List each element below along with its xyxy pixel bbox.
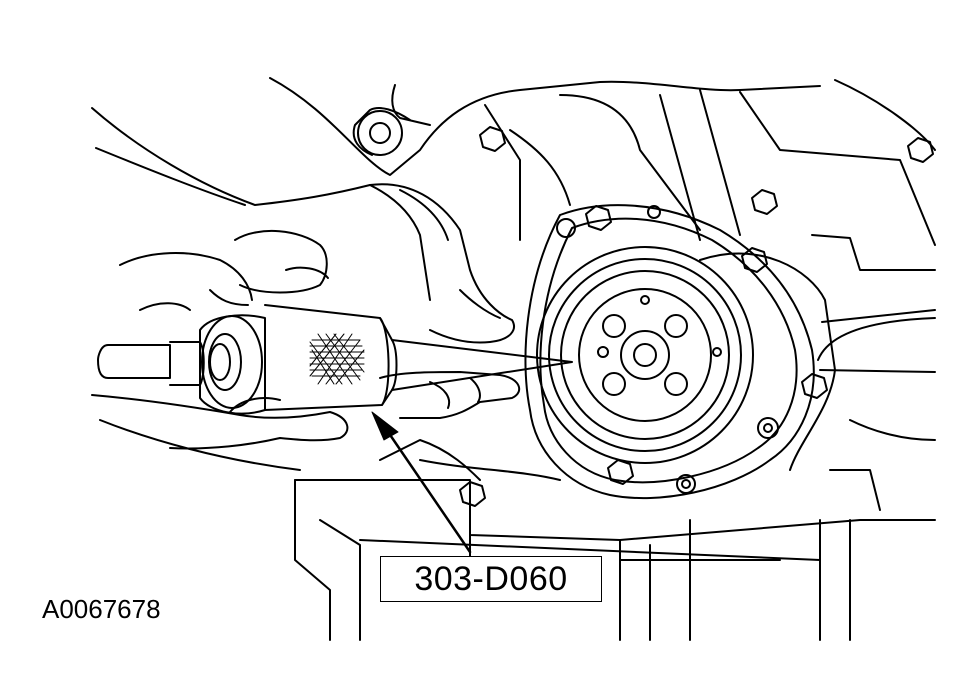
grip-crosshatch — [309, 333, 365, 385]
seal-flange — [524, 204, 815, 500]
upper-hand — [91, 107, 515, 344]
slide-hammer-tool — [97, 304, 573, 415]
dowel-holes — [556, 205, 779, 494]
engine-block — [269, 77, 936, 641]
lower-hand — [91, 371, 521, 471]
callout-arrow — [371, 411, 472, 554]
casting-boss — [357, 110, 403, 156]
tool-number-label: 303-D060 — [380, 556, 602, 602]
crankshaft-seal — [536, 246, 754, 464]
figure-id-label: A0067678 — [42, 594, 161, 624]
